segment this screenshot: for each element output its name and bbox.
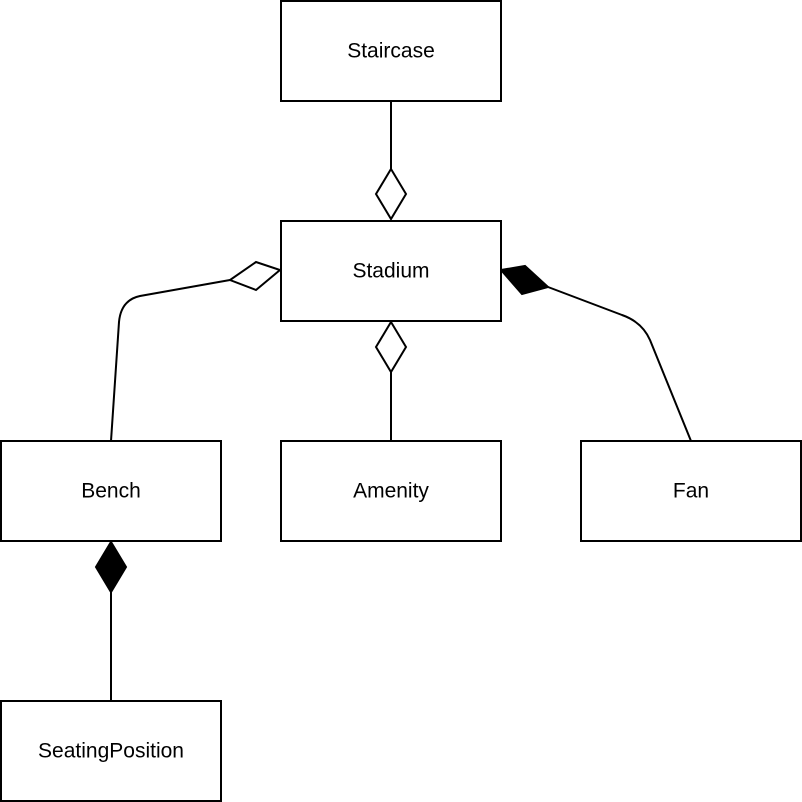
class-staircase-label: Staircase (347, 40, 435, 63)
composition-diamond (499, 264, 551, 296)
edge-seatingposition-bench (94, 540, 128, 701)
class-stadium-label: Stadium (352, 260, 429, 283)
aggregation-diamond (227, 260, 283, 292)
class-amenity[interactable]: Amenity (280, 440, 502, 542)
class-staircase[interactable]: Staircase (280, 0, 502, 102)
class-seating-position[interactable]: SeatingPosition (0, 700, 222, 802)
class-amenity-label: Amenity (353, 480, 429, 503)
edge-amenity-stadium (374, 320, 408, 441)
class-fan-label: Fan (673, 480, 709, 503)
aggregation-diamond (374, 320, 408, 374)
class-bench[interactable]: Bench (0, 440, 222, 542)
aggregation-diamond (374, 167, 408, 221)
class-fan[interactable]: Fan (580, 440, 802, 542)
class-stadium[interactable]: Stadium (280, 220, 502, 322)
class-bench-label: Bench (81, 480, 141, 503)
class-seating-position-label: SeatingPosition (38, 740, 184, 763)
edge-staircase-stadium (374, 101, 408, 221)
edge-bench-stadium (110, 260, 283, 442)
edge-fan-stadium (499, 264, 692, 442)
composition-diamond (94, 540, 128, 594)
